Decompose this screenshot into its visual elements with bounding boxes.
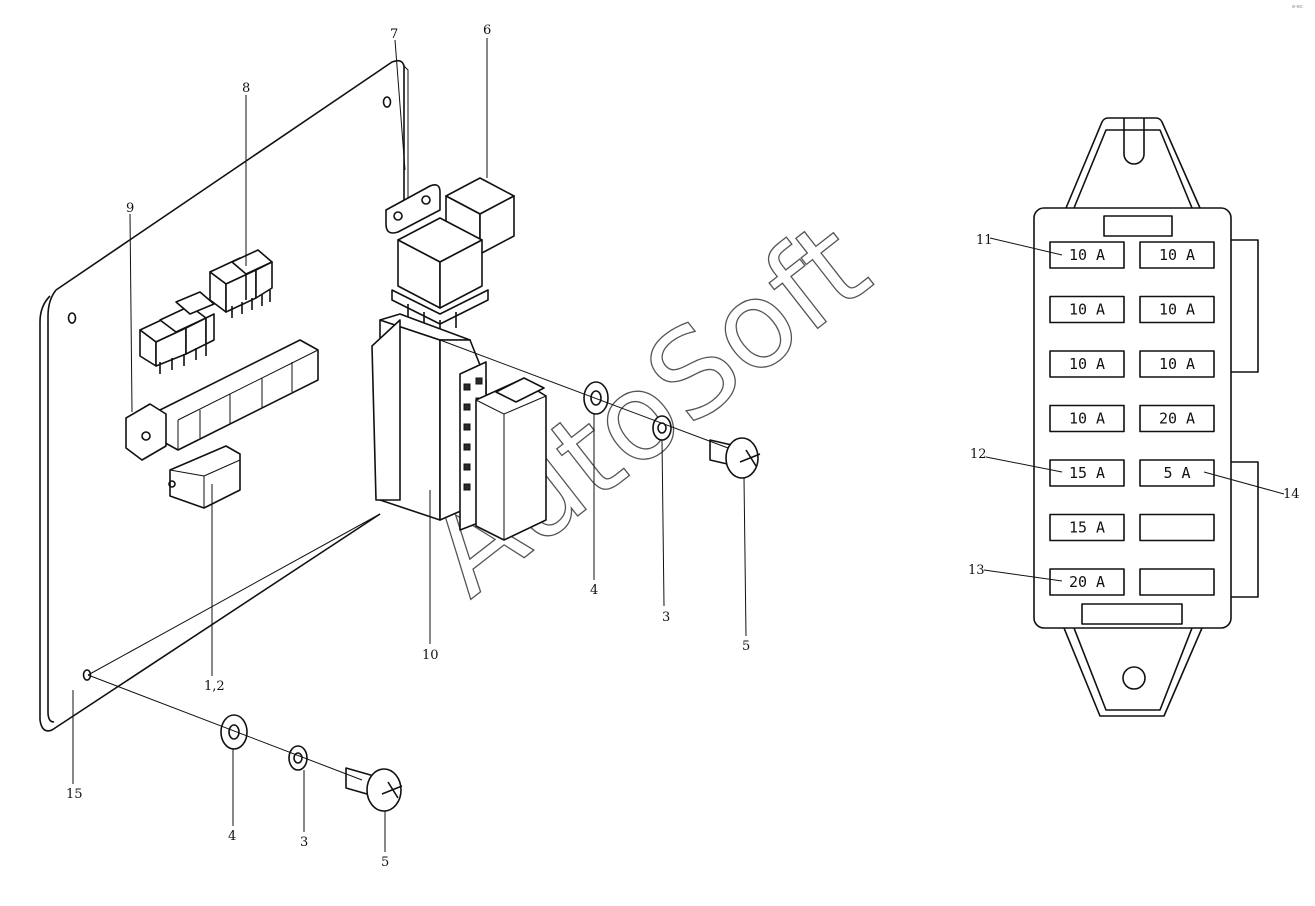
plan-mount-hole: [1122, 666, 1146, 690]
callout-10: 10: [422, 648, 439, 663]
callout-6: 6: [483, 23, 491, 38]
fuse-rating-label: 10 A: [1159, 355, 1195, 373]
fuse-rating-label: 10 A: [1069, 410, 1105, 428]
callout-5-upper: 5: [742, 639, 750, 654]
callout-13: 13: [968, 563, 985, 578]
callout-3-lower: 3: [300, 835, 308, 850]
relay-6: [445, 177, 515, 255]
bracket-hole-b: [421, 195, 431, 205]
plate-hole-upper-right: [382, 96, 392, 108]
washer-4-lower: [220, 714, 248, 750]
callout-5-lower: 5: [381, 855, 389, 870]
fuse-rating-label: 10 A: [1069, 301, 1105, 319]
washer-3-upper: [652, 415, 672, 441]
callout-1-2: 1,2: [204, 679, 225, 694]
fuse-slot: [1049, 295, 1125, 324]
screw-5-upper: [709, 437, 761, 479]
mounting-plate: [39, 59, 409, 732]
fuse-slot: [1049, 513, 1125, 542]
axis-line-lower: [87, 674, 363, 781]
fuse-slot: [1139, 513, 1215, 542]
axis-line-box-down: [87, 513, 381, 676]
fuse-slot: [1139, 459, 1215, 487]
callout-11: 11: [976, 233, 993, 248]
fuse-box-10: [371, 313, 547, 541]
fuse-slot: [1049, 241, 1125, 269]
fuse-strip-end-hole: [141, 431, 151, 441]
fuse-slots: 10 A 10 A 10 A 10 A 15 A 15 A 20 A 10 A 10 A 10 A…: [1049, 241, 1215, 596]
fuse-rating-label: 15 A: [1069, 519, 1105, 537]
fuse-slot: [1049, 459, 1125, 487]
fuse-rating-label: 10 A: [1069, 246, 1105, 264]
fuse-rating-label: 5 A: [1163, 464, 1190, 482]
relay-group-8: [209, 249, 273, 318]
callout-14: 14: [1283, 487, 1300, 502]
fuse-slot: [1139, 295, 1215, 324]
fuse-slot: [1139, 404, 1215, 433]
fuse-slot: [1049, 404, 1125, 433]
fuse-holder-strip: [125, 339, 319, 461]
fuse-slot: [1139, 241, 1215, 269]
callout-4-upper: 4: [590, 583, 598, 598]
fuse-slot: [1139, 568, 1215, 596]
connector-hole: [168, 480, 176, 488]
callout-12: 12: [970, 447, 987, 462]
fuse-rating-label: 15 A: [1069, 464, 1105, 482]
bracket-7: [385, 184, 441, 234]
screw-5-lower: [345, 767, 403, 812]
axis-line-upper: [439, 339, 729, 449]
callout-4-lower: 4: [228, 829, 236, 844]
fuse-rating-label: 20 A: [1159, 410, 1195, 428]
fuse-rating-label: 20 A: [1069, 573, 1105, 591]
plate-hole-lower-left: [82, 669, 92, 681]
relay-main: [391, 217, 489, 336]
callout-9: 9: [126, 201, 134, 216]
plate-hole-upper-left: [67, 312, 77, 324]
fuse-slot: [1139, 350, 1215, 378]
corner-mark: e-ec: [1292, 4, 1303, 10]
relay-group-9: [139, 291, 215, 374]
fuse-box-plan-view: 10 A 10 A 10 A 10 A 15 A 15 A 20 A 10 A 10 A 10 A…: [968, 117, 1300, 717]
fuse-rating-label: 10 A: [1069, 355, 1105, 373]
fuse-rating-label: 10 A: [1159, 246, 1195, 264]
connector-1-2: [168, 445, 241, 509]
bracket-hole-a: [393, 211, 403, 221]
fuse-slot: [1049, 568, 1125, 596]
fuse-rating-label: 10 A: [1159, 301, 1195, 319]
callout-15: 15: [66, 787, 83, 802]
callout-7: 7: [390, 27, 398, 42]
fuse-slot: [1049, 350, 1125, 378]
callout-3-upper: 3: [662, 610, 670, 625]
callout-8: 8: [242, 81, 250, 96]
washer-3-lower: [288, 745, 308, 771]
leader-lines: [72, 38, 747, 852]
